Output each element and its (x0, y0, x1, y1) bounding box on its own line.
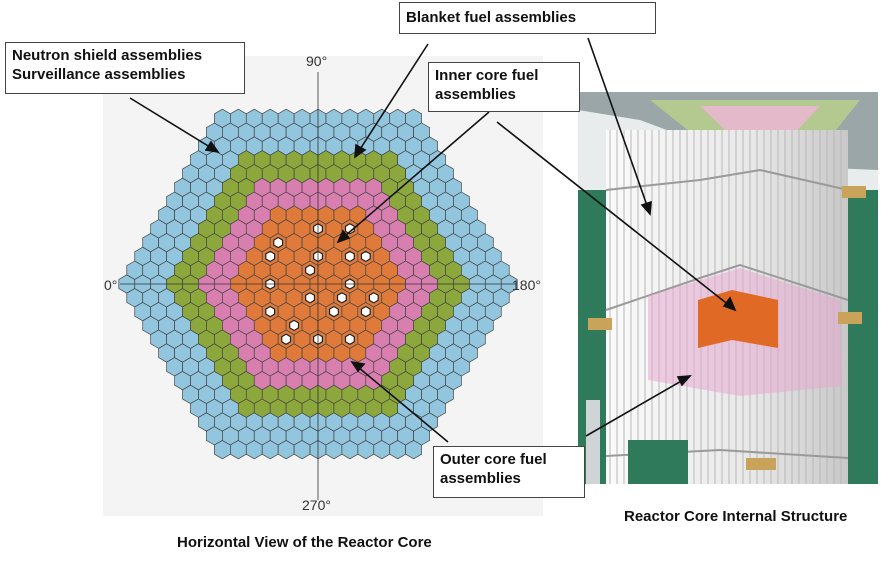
neutron-shield-callout: Neutron shield assemblies Surveillance a… (5, 42, 245, 94)
horizontal-view-caption: Horizontal View of the Reactor Core (177, 534, 432, 551)
angle-270-label: 270° (302, 497, 331, 513)
control-rod-assembly (265, 305, 276, 318)
angle-90-label: 90° (306, 53, 327, 69)
control-rod-assembly (273, 236, 284, 249)
internal-structure-caption: Reactor Core Internal Structure (624, 508, 848, 525)
control-rod-assembly (344, 223, 355, 235)
outer-core-label-line2: assemblies (440, 470, 521, 487)
inner-core-callout: Inner core fuel assemblies (428, 62, 580, 112)
control-rod-assembly (360, 250, 371, 263)
outer-core-label-line1: Outer core fuel (440, 451, 547, 468)
blanket-fuel-callout: Blanket fuel assemblies (399, 2, 656, 34)
control-rod-assembly (336, 292, 347, 304)
neutron-shield-label: Neutron shield assemblies (12, 47, 203, 64)
control-rod-assembly (305, 292, 316, 304)
control-rod-assembly (281, 333, 292, 345)
control-rod-assembly (305, 264, 316, 276)
control-rod-assembly (344, 333, 355, 345)
angle-180-label: 180° (512, 277, 541, 293)
core-hex-grid (118, 108, 518, 460)
internal-structure-illustration (578, 92, 878, 484)
callout-pointers (129, 37, 737, 443)
inner-core-label-line2: assemblies (435, 86, 516, 103)
control-rod-assembly (344, 250, 355, 263)
control-rod-assembly (368, 292, 379, 304)
control-rod-assembly (328, 305, 339, 318)
control-rod-assembly (360, 305, 371, 318)
outer-core-callout: Outer core fuel assemblies (433, 446, 585, 498)
control-rod-assembly (265, 250, 276, 263)
surveillance-label: Surveillance assemblies (12, 66, 186, 83)
control-rod-assembly (289, 319, 300, 332)
blanket-fuel-label: Blanket fuel assemblies (406, 9, 577, 26)
inner-core-label-line1: Inner core fuel (435, 67, 539, 84)
angle-0-label: 0° (104, 277, 117, 293)
